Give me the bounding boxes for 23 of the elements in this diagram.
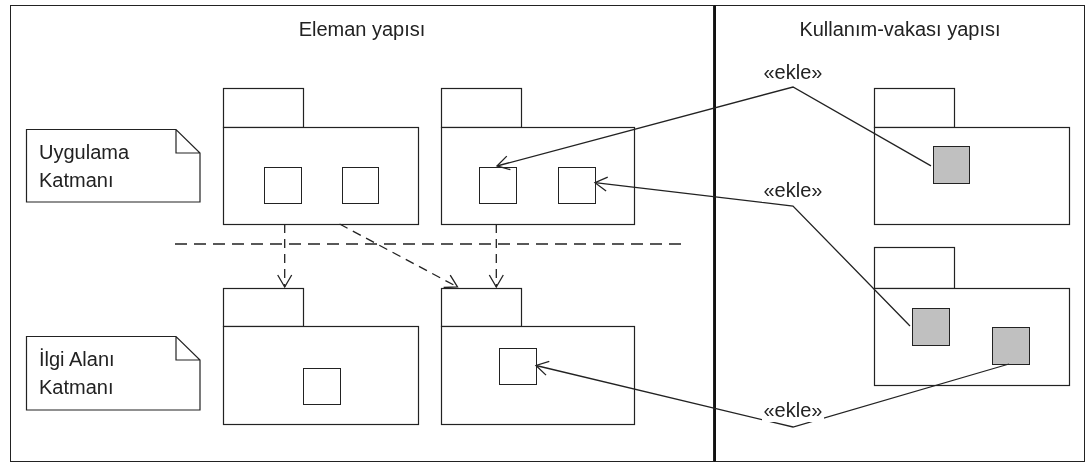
note xyxy=(26,129,201,203)
note-text: İlgi Alanı Katmanı xyxy=(39,347,116,400)
element-square xyxy=(342,167,379,204)
panel-heading: Eleman yapısı xyxy=(297,17,427,42)
arrow xyxy=(496,86,932,171)
element-square xyxy=(499,348,537,385)
note xyxy=(26,336,201,411)
note-text: Uygulama Katmanı xyxy=(39,140,131,193)
arrow xyxy=(488,223,504,288)
element-square xyxy=(992,327,1030,365)
arrow xyxy=(338,223,459,289)
element-square xyxy=(933,146,970,184)
panel xyxy=(714,5,1085,462)
arrow xyxy=(594,176,911,327)
element-square xyxy=(912,308,950,346)
element-square xyxy=(558,167,596,204)
element-square xyxy=(303,368,341,405)
panel-heading: Kullanım-vakası yapısı xyxy=(798,17,1002,42)
arrow xyxy=(535,360,1010,428)
element-square xyxy=(264,167,302,204)
element-square xyxy=(479,167,517,204)
panel xyxy=(10,5,714,462)
arrow xyxy=(277,223,293,288)
